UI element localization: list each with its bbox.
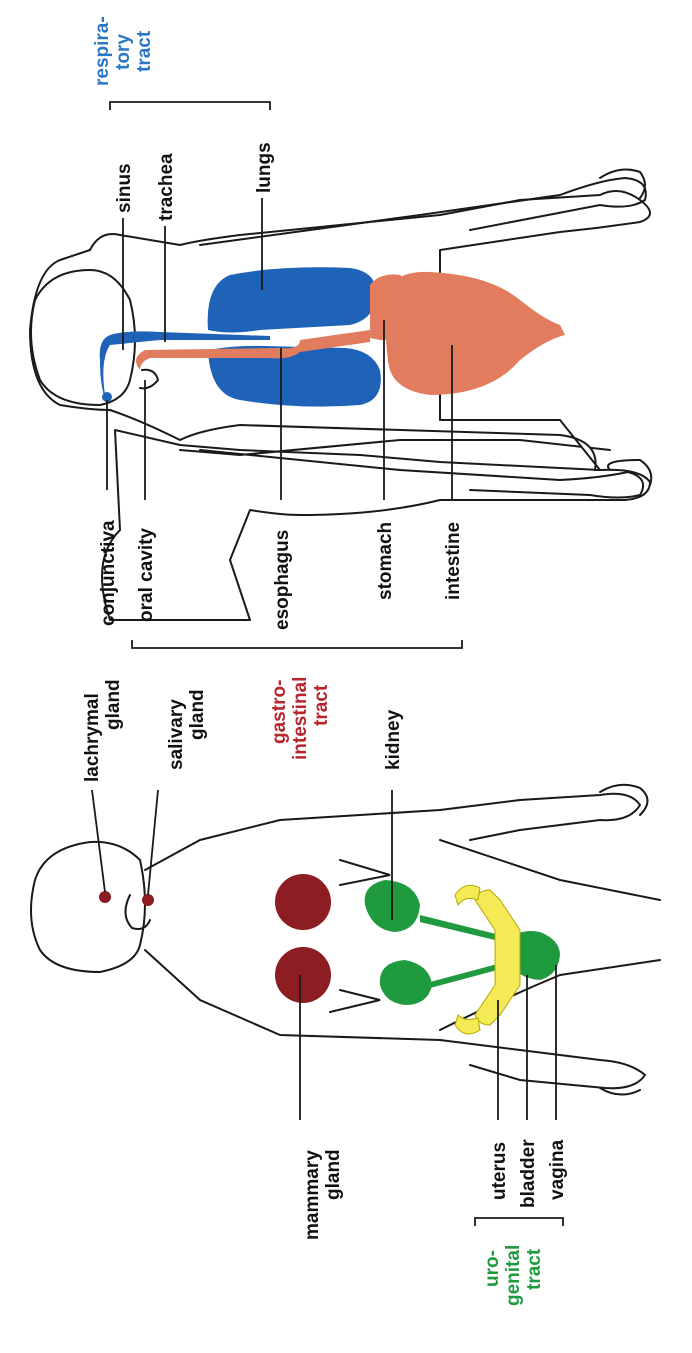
- stomach-label: stomach: [375, 522, 396, 600]
- lachrymal-label-2: gland: [103, 679, 124, 730]
- sinus-label: sinus: [114, 163, 135, 213]
- urogenital-label-2: genital: [503, 1245, 524, 1306]
- mammary-upper-core: [275, 874, 331, 930]
- lachrymal-gland-dot: [99, 891, 111, 903]
- lachrymal-label-1: lachrymal: [82, 693, 103, 782]
- vagina-label: vagina: [547, 1139, 568, 1200]
- salivary-label-2: gland: [187, 689, 208, 740]
- esophagus-label: esophagus: [272, 530, 293, 630]
- kidney-lower: [380, 960, 432, 1005]
- urogenital-label-1: uro-: [482, 1250, 503, 1287]
- mammary-gland-shape: [275, 874, 331, 1003]
- uterus-label: uterus: [489, 1142, 510, 1200]
- intestine-label: intestine: [443, 522, 464, 600]
- mammary-lower-core: [275, 947, 331, 1003]
- bottom-head: [31, 842, 145, 972]
- mammary-label-1: mammary: [302, 1150, 323, 1240]
- gastro-label-2: intestinal: [290, 677, 311, 760]
- urogenital-label-3: tract: [524, 1248, 545, 1290]
- respiratory-label-1: respira-: [92, 16, 113, 86]
- gastro-label-3: tract: [311, 684, 332, 726]
- conjunctiva-label: conjunctiva: [98, 520, 119, 626]
- trachea-label: trachea: [156, 153, 177, 221]
- intestine-shape: [385, 272, 565, 395]
- kidney-label: kidney: [383, 709, 404, 770]
- respiratory-bracket: [110, 102, 270, 110]
- bottom-body: [31, 785, 660, 1095]
- bottom-armpit-lower: [330, 990, 380, 1012]
- oral-cavity-label: oral cavity: [136, 528, 157, 622]
- mammary-label-2: gland: [323, 1149, 344, 1200]
- urogenital-bracket: [475, 1218, 563, 1226]
- bladder-label: bladder: [518, 1139, 539, 1208]
- lungs-label: lungs: [254, 142, 275, 193]
- lung-upper: [208, 267, 377, 332]
- bottom-hand-upper: [600, 785, 648, 815]
- salivary-label-1: salivary: [166, 699, 187, 770]
- gastro-bracket: [132, 640, 462, 648]
- uterus-shape: [455, 885, 520, 1034]
- respiratory-label-3: tract: [134, 30, 155, 72]
- respiratory-label-2: tory: [113, 34, 134, 70]
- gastro-label-1: gastro-: [269, 680, 290, 744]
- salivary-gland-dot: [142, 894, 154, 906]
- salivary-leader: [148, 790, 158, 895]
